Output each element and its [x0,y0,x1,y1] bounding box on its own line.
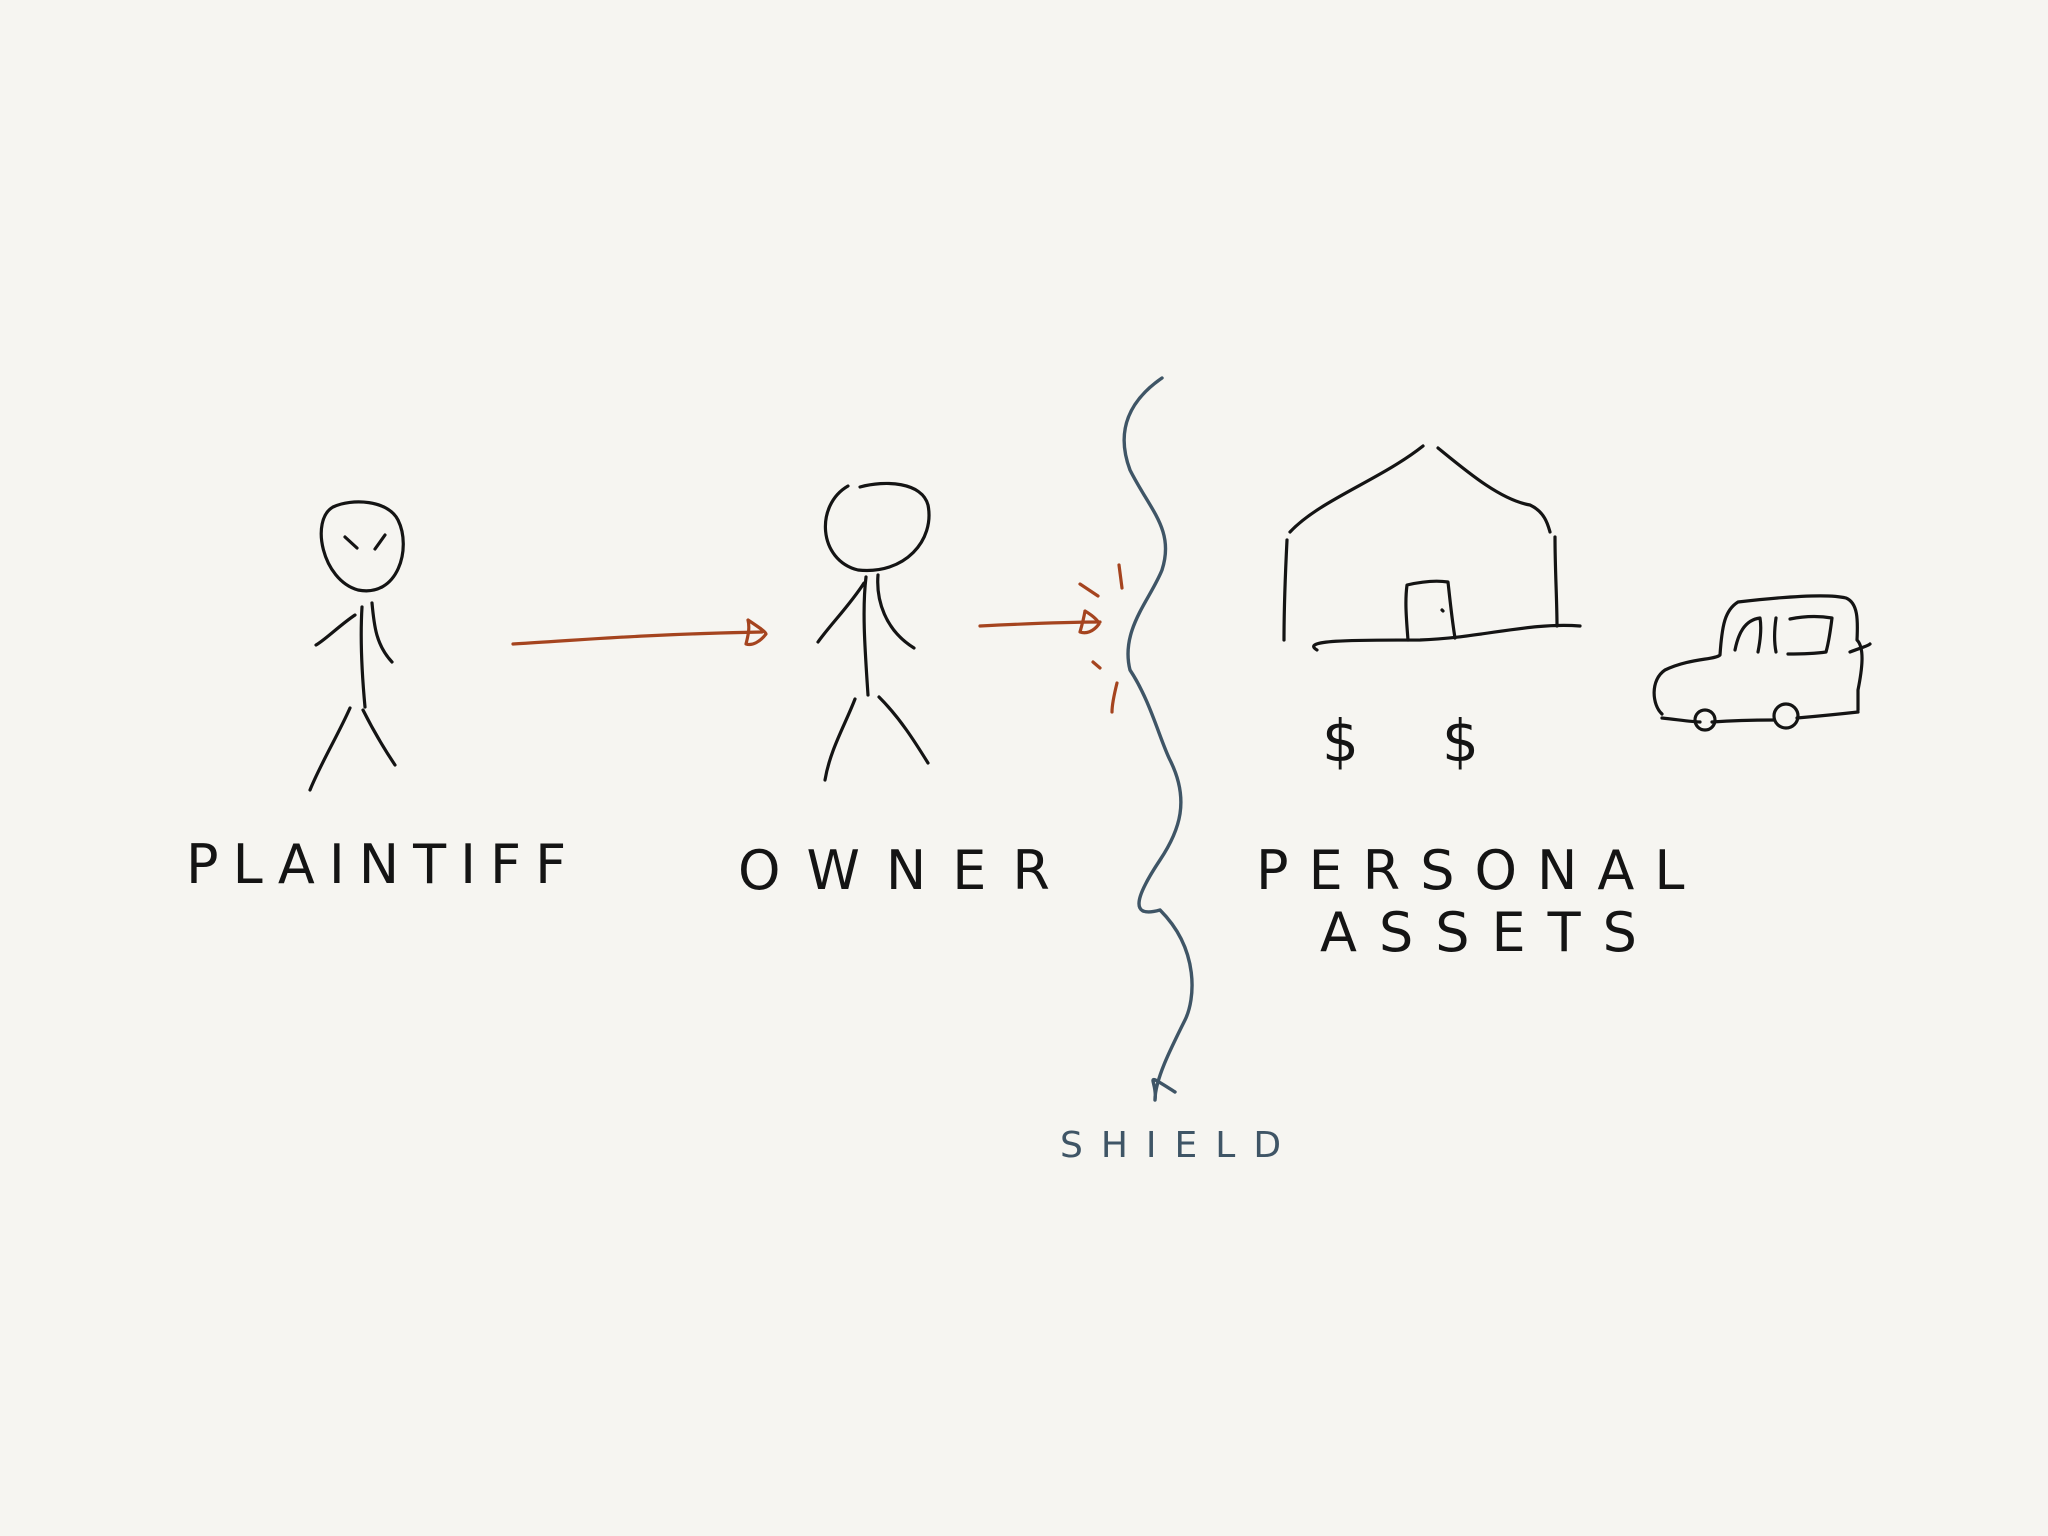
label-assets: ASSETS [1320,901,1659,964]
shield-line-icon [1122,376,1194,1102]
impact-marks [1078,563,1124,714]
door-knob-dot [1440,608,1445,613]
arrow-owner-to-shield [978,609,1102,635]
car-icon [1652,594,1872,732]
label-personal: PERSONAL [1256,839,1705,902]
label-plaintiff: PLAINTIFF [186,833,581,896]
arrow-plaintiff-to-owner [511,618,768,647]
plaintiff-figure-icon [308,500,405,792]
dollar-sign-left: $ [1322,707,1359,775]
dollar-sign-right: $ [1442,707,1479,775]
house-icon [1282,444,1582,652]
owner-figure-icon [816,481,931,782]
label-shield: SHIELD [1060,1125,1300,1166]
label-owner: OWNER [738,839,1076,902]
